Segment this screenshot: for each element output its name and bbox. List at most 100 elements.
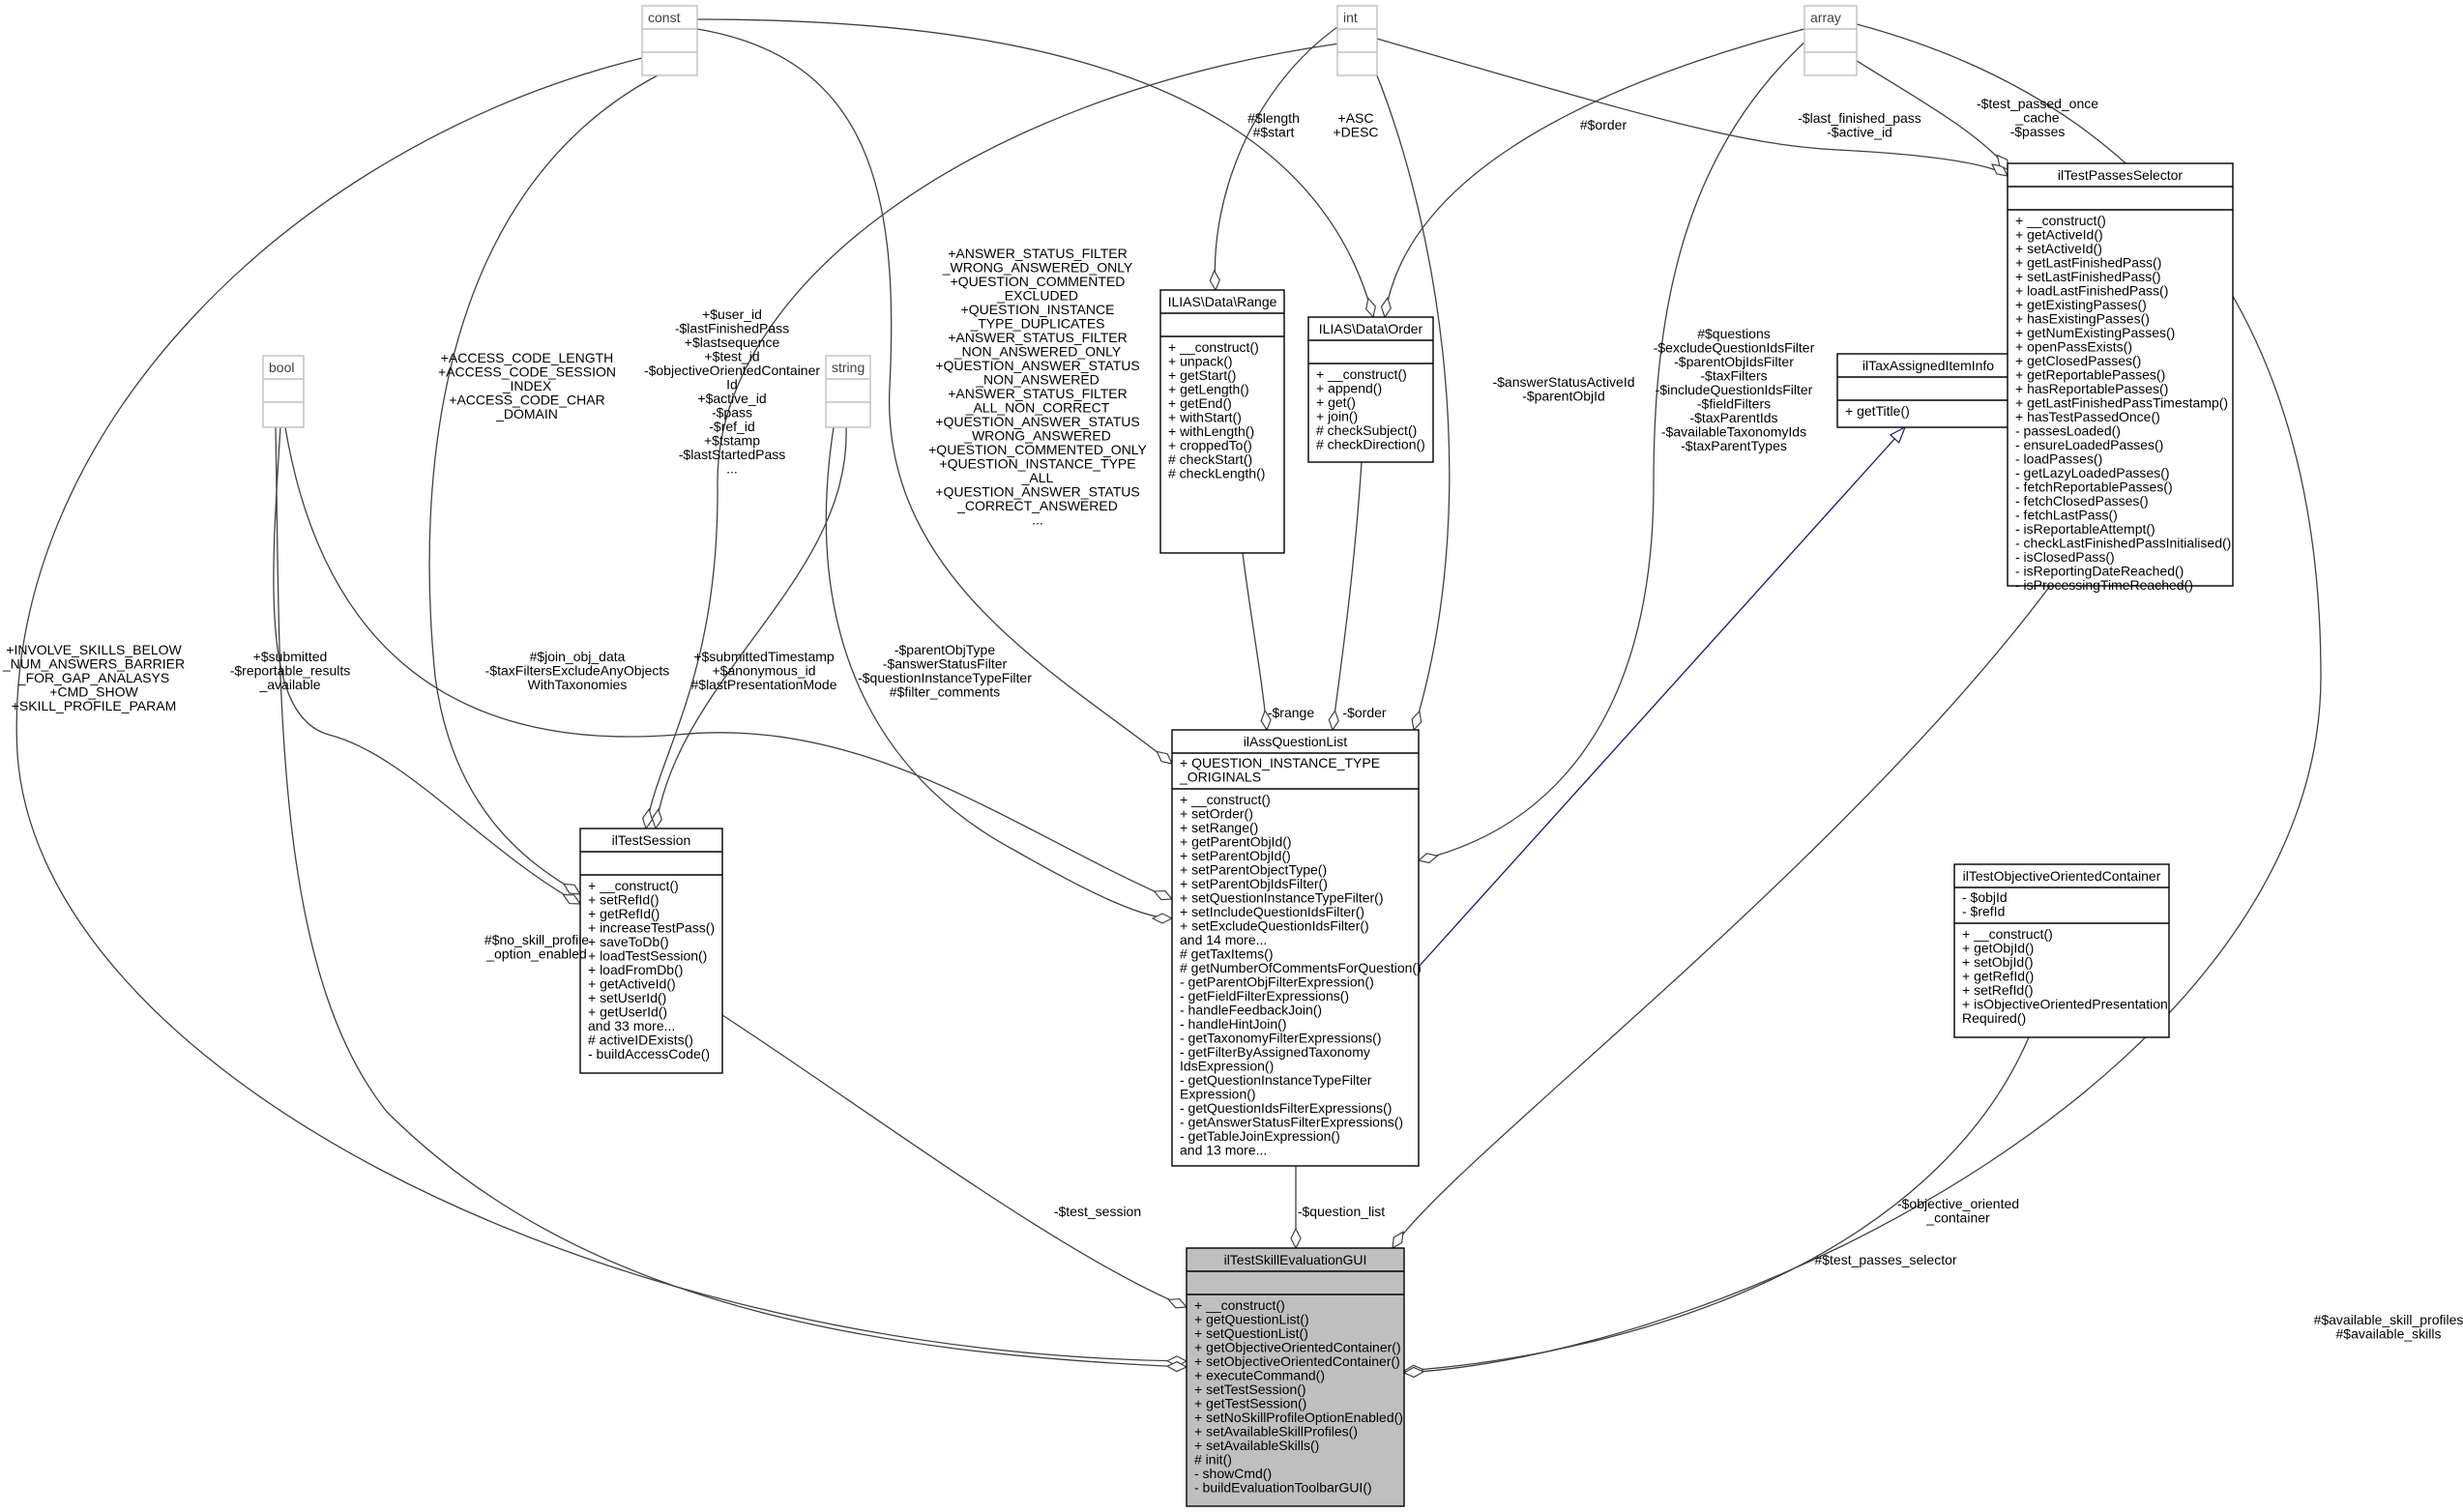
class-method: + setParentObjId() [1180, 848, 1291, 863]
edge-label-line: -$reportable_results [230, 663, 351, 679]
edge-label-int-to-aql: -$answerStatusActiveId-$parentObjId [1492, 374, 1634, 404]
class-session[interactable]: ilTestSession+ __construct()+ setRefId()… [579, 828, 723, 1074]
edge-label-line: -$availableTaxonomyIds [1661, 424, 1806, 440]
class-attribute: - $refId [1962, 904, 2005, 919]
class-name: ILIAS\Data\Order [1319, 321, 1423, 336]
class-name: array [1810, 10, 1841, 25]
class-method: Required() [1962, 1010, 2026, 1026]
class-method: + getReportablePasses() [2015, 367, 2165, 383]
class-method: # getTaxItems() [1180, 946, 1273, 962]
class-aql[interactable]: ilAssQuestionList+ QUESTION_INSTANCE_TYP… [1171, 729, 1422, 1167]
edge-label-line: -$taxFiltersExcludeAnyObjects [485, 663, 670, 679]
class-method: # checkSubject() [1316, 422, 1417, 438]
class-name: ilTestSession [612, 832, 691, 848]
edge-label-line: -$test_session [1054, 1204, 1141, 1219]
edge-label-line: -$lastStartedPass [679, 447, 786, 462]
edge-label-line: _NON_ANSWERED [975, 372, 1100, 388]
class-method: + __construct() [1316, 366, 1407, 382]
edge-label-line: -$fieldFilters [1697, 396, 1771, 412]
edge-label-line: +$lastsequence [685, 334, 780, 350]
class-method: + setRefId() [1962, 982, 2034, 998]
edge-label-line: Id [726, 377, 738, 393]
aggregation-edge-order-to-aql [1333, 461, 1363, 730]
class-ooc[interactable]: ilTestObjectiveOrientedContainer- $objId… [1953, 863, 2170, 1038]
aggregation-edge-array-to-aql [1419, 38, 1809, 860]
edge-label-line: #$filter_comments [890, 684, 1000, 700]
edge-label-line: #$length [1247, 110, 1300, 126]
edge-label-line: -$pass [712, 405, 752, 421]
class-int[interactable]: int [1336, 5, 1378, 76]
aggregation-edge-int-to-session [646, 43, 1340, 829]
edge-label-line: +INVOLVE_SKILLS_BELOW [6, 642, 182, 657]
class-method: + executeCommand() [1194, 1368, 1325, 1383]
class-method: + setObjId() [1962, 954, 2034, 970]
class-method: # activeIDExists() [588, 1032, 693, 1048]
class-order[interactable]: ILIAS\Data\Order+ __construct()+ append(… [1307, 316, 1434, 463]
class-method: + getActiveId() [588, 976, 676, 992]
class-method: - isProcessingTimeReached() [2015, 577, 2193, 593]
class-method: + setQuestionInstanceTypeFilter() [1180, 890, 1384, 906]
class-method: + getLastFinishedPass() [2015, 255, 2161, 271]
class-method: + setActiveId() [2015, 241, 2102, 256]
class-method: + __construct() [1168, 339, 1259, 355]
edge-label-line: -$last_finished_pass [1798, 110, 1921, 126]
class-const[interactable]: const [641, 5, 698, 76]
edge-label-line: _EXCLUDED [996, 288, 1078, 304]
class-method: + setRange() [1180, 820, 1258, 835]
edge-label-line: +ANSWER_STATUS_FILTER [948, 386, 1128, 401]
edge-label-line: ... [726, 461, 738, 477]
class-method: + getActiveId() [2015, 227, 2103, 243]
edge-label-array-to-tps: -$test_passed_once_cache-$passes [1977, 96, 2098, 139]
edge-label-line: -$objective_oriented [1897, 1196, 2019, 1211]
edge-label-line: _TYPE_DUPLICATES [969, 316, 1104, 332]
edge-label-line: +QUESTION_INSTANCE_TYPE [939, 456, 1135, 472]
class-array[interactable]: array [1803, 5, 1858, 76]
edge-label-line: -$lastFinishedPass [675, 321, 789, 336]
class-bool[interactable]: bool [262, 355, 305, 428]
edge-label-int-to-tps: -$last_finished_pass-$active_id [1798, 110, 1921, 140]
class-method: + getObjectiveOrientedContainer() [1194, 1340, 1401, 1355]
class-method: + getTitle() [1845, 403, 1910, 419]
edge-label-line: _option_enabled [485, 946, 587, 962]
class-method: + getStart() [1168, 367, 1236, 383]
class-method: + saveToDb() [588, 934, 669, 949]
class-name: ilTestPassesSelector [2058, 167, 2184, 183]
class-method: + loadTestSession() [588, 948, 707, 964]
class-method: # init() [1194, 1452, 1232, 1468]
class-method: + hasExistingPasses() [2015, 311, 2150, 327]
edge-label-line: +ANSWER_STATUS_FILTER [948, 330, 1128, 345]
edge-label-line: +QUESTION_ANSWER_STATUS [935, 484, 1139, 500]
class-method: + getRefId() [1962, 969, 2034, 984]
aggregation-edge-const-to-aql [696, 28, 1172, 764]
class-method: # checkLength() [1168, 466, 1265, 481]
class-method: + getClosedPasses() [2015, 353, 2141, 368]
aggregation-edge-string-to-aql [825, 426, 1172, 918]
class-method: - buildAccessCode() [588, 1046, 710, 1061]
edge-label-line: +$test_id [704, 349, 759, 364]
class-range[interactable]: ILIAS\Data\Range+ __construct()+ unpack(… [1159, 289, 1285, 554]
class-method: - getFieldFilterExpressions() [1180, 988, 1349, 1003]
edge-label-bool-to-aql: #$join_obj_data-$taxFiltersExcludeAnyObj… [485, 649, 670, 692]
class-box [1307, 316, 1434, 463]
class-box [2007, 162, 2234, 587]
class-method: + getObjId() [1962, 941, 2034, 956]
edge-label-line: +QUESTION_COMMENTED [951, 274, 1126, 289]
class-gui[interactable]: ilTestSkillEvaluationGUI+ __construct()+… [1186, 1247, 1405, 1507]
class-tax[interactable]: ilTaxAssignedItemInfo+ getTitle() [1836, 353, 2020, 428]
class-tps[interactable]: ilTestPassesSelector+ __construct()+ get… [2007, 162, 2234, 593]
edge-label-line: -$ref_id [709, 419, 754, 434]
class-method: + getQuestionList() [1194, 1312, 1309, 1327]
class-box [1336, 5, 1378, 76]
edge-label-line: _container [1925, 1210, 1990, 1226]
class-method: - fetchReportablePasses() [2015, 480, 2173, 495]
edge-label-line: -$taxParentIds [1689, 410, 1777, 425]
class-method: + getTestSession() [1194, 1396, 1306, 1411]
class-string[interactable]: string [825, 355, 871, 428]
edge-label-line: +$tstamp [704, 433, 760, 449]
class-name: int [1343, 10, 1358, 25]
edge-label-line: #$available_skill_profiles [2314, 1312, 2463, 1327]
aggregation-edge-const-to-order [696, 18, 1373, 317]
edge-label-line: +CMD_SHOW [49, 684, 138, 700]
edge-label-line: -$order [1342, 705, 1386, 720]
